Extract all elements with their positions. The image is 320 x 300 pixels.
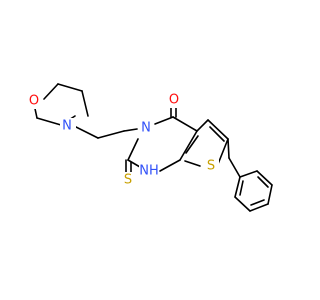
bond-c5-c6 (207, 119, 229, 140)
atom-ring-n3: N (141, 121, 151, 136)
bond-s-c7a (184, 160, 201, 167)
bond-c4-c4a (172, 116, 198, 132)
bond-morph-c2-n (81, 90, 89, 117)
atom-thiophene-sulfur: S (207, 159, 215, 174)
thiophene-ring (184, 119, 229, 167)
phenyl-ring (234, 170, 273, 212)
atom-ring-nh: NH (139, 164, 159, 179)
atom-carbonyl-oxygen: O (169, 93, 179, 108)
bond-ph-4-5-double (250, 199, 265, 206)
bond-ph-1-2 (239, 170, 258, 178)
bond-ph-5-6 (234, 196, 251, 212)
atom-morpholine-oxygen: O (29, 94, 39, 109)
bond-ph-2-3 (256, 170, 273, 186)
bond-ph-2-3-double (257, 176, 269, 188)
bond-c4a-c7a (179, 130, 198, 161)
atom-morpholine-nitrogen: N (62, 119, 72, 134)
benzyl-group (227, 138, 241, 178)
bond-ch2b-n3 (123, 128, 138, 132)
bond-morph-c1-c2 (57, 83, 83, 92)
bond-ph-3-4 (267, 184, 273, 205)
bond-c2-n3 (127, 138, 139, 161)
bond-morph-o-c1 (43, 83, 59, 100)
bond-c2-n1 (127, 159, 141, 168)
atom-thione-sulfur: S (124, 173, 132, 188)
bond-c7a-c7a-inner (185, 135, 199, 154)
bond-n3-c4 (154, 116, 174, 125)
bond-c4a-c5 (196, 119, 209, 132)
bond-ph-6-1 (234, 176, 241, 198)
bond-ph-6-1-double (239, 180, 244, 196)
bond-morph-c3-c4 (36, 117, 62, 126)
bond-ch2a-ch2b (97, 130, 125, 139)
bond-ph-4-5 (249, 203, 269, 212)
bond-c6-s (217, 138, 229, 165)
bond-c6-ch2 (227, 138, 230, 159)
bond-ch2-ph (228, 157, 241, 178)
bond-c5-c6-double (209, 126, 225, 142)
bond-c7a-n1 (159, 159, 181, 172)
thione-group (125, 159, 132, 173)
pyrimidinone-ring (127, 116, 199, 172)
atom-labels: O N N O S NH S (26, 92, 219, 188)
bond-n-ch2a (73, 125, 99, 139)
carbonyl-group (170, 107, 177, 118)
ethylene-linker (73, 125, 138, 139)
structure-diagram: O N N O S NH S (26, 83, 273, 212)
